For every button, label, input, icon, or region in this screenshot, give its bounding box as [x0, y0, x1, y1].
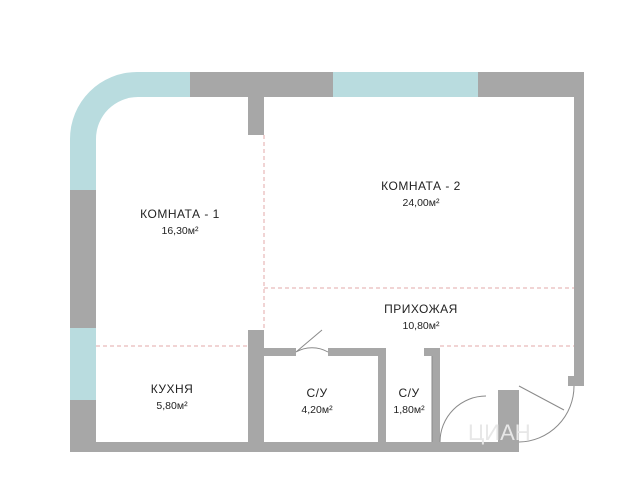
bathroom2-right-wall	[432, 348, 440, 442]
room1-area: 16,30м²	[162, 225, 199, 237]
left-wall-upper	[70, 190, 96, 328]
hallway-name: ПРИХОЖАЯ	[384, 302, 458, 316]
bathroom1-door-swing	[295, 329, 329, 353]
bathroom1-name: С/У	[306, 386, 327, 400]
top-wall-left	[190, 72, 333, 97]
bathroom2-door-stub	[424, 348, 440, 356]
room1-name: КОМНАТА - 1	[140, 207, 220, 221]
room2-name: КОМНАТА - 2	[381, 179, 461, 193]
bathroom2-name: С/У	[398, 386, 419, 400]
bathroom1-top-wall-right	[328, 348, 386, 356]
bottom-wall-middle	[245, 442, 435, 452]
bathroom2-door-swing	[431, 356, 487, 443]
top-window-right	[333, 72, 478, 97]
bathroom1-area: 4,20м²	[301, 404, 333, 416]
left-wall-bottom	[70, 400, 96, 442]
corner-window	[70, 72, 190, 190]
entrance-door-swing	[518, 385, 575, 443]
top-wall-right	[478, 72, 584, 97]
right-wall	[574, 72, 584, 384]
watermark: ЦИАН	[468, 420, 531, 445]
entrance-stub-right	[568, 376, 584, 386]
partition-stub-top	[248, 97, 264, 135]
bathroom-partition	[378, 348, 386, 442]
room2-area: 24,00м²	[403, 197, 440, 209]
hallway-area: 10,80м²	[403, 320, 440, 332]
partition-kitchen-bathroom	[248, 330, 264, 442]
bottom-wall-left	[70, 442, 245, 452]
kitchen-area: 5,80м²	[156, 400, 188, 412]
bathroom1-top-wall	[264, 348, 296, 356]
bathroom2-area: 1,80м²	[393, 404, 425, 416]
entrance-wall	[498, 390, 519, 442]
bottom-wall-right	[435, 442, 519, 452]
kitchen-name: КУХНЯ	[151, 382, 194, 396]
left-window-lower	[70, 328, 96, 400]
